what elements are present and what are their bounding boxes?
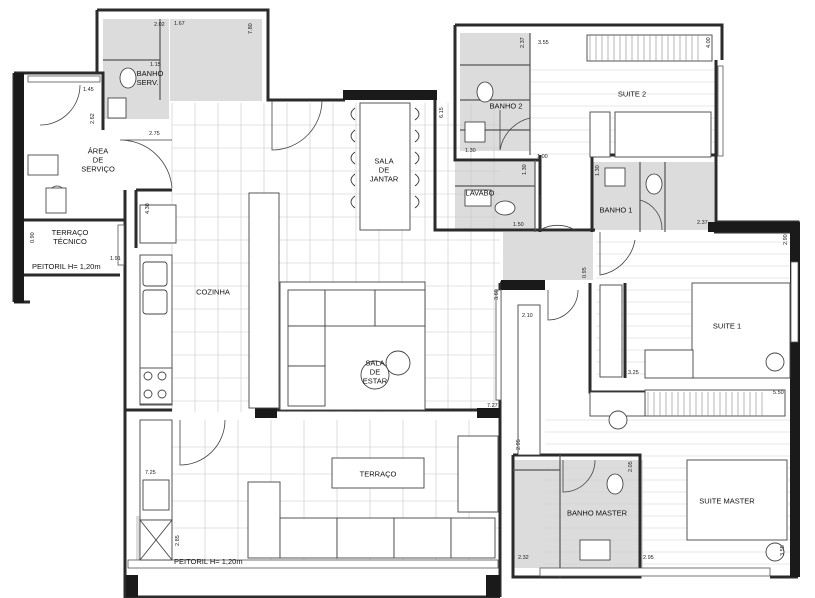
dim-label: 2.95 — [643, 555, 654, 561]
dim-label: 2.10 — [522, 313, 533, 319]
dim-label: 1.50 — [513, 222, 524, 228]
room-label-cozinha: COZINHA — [196, 287, 230, 297]
dim-label: 3.25 — [628, 370, 639, 376]
dim-label: 0.95 — [582, 267, 588, 278]
dim-label: 2.85 — [175, 535, 181, 546]
thick-walls — [14, 73, 800, 597]
room-label-area-servico: ÁREA DE SERVIÇO — [81, 146, 115, 174]
dim-label: 2.05 — [628, 461, 634, 472]
dim-label: 7.80 — [248, 23, 254, 34]
dim-label: 7.27 — [487, 403, 498, 409]
dim-label: 1.30 — [595, 165, 601, 176]
room-label-sala-estar: SALA DE ESTAR — [362, 358, 388, 386]
room-label-suite-master: SUITE MASTER — [699, 496, 755, 506]
dim-label: 2.95 — [516, 439, 522, 450]
dim-label: 2.75 — [149, 131, 160, 137]
dim-label: 2.37 — [520, 37, 526, 48]
dim-label: 1.00 — [537, 154, 548, 160]
dim-label: 6.15 — [439, 107, 445, 118]
partitions — [103, 19, 666, 577]
note-peitoril-top: PEITORIL H= 1,20m — [32, 262, 101, 271]
dim-label: 3.55 — [538, 40, 549, 46]
dim-label: 2.62 — [90, 113, 96, 124]
dim-label: 2.02 — [154, 22, 165, 28]
dim-label: 2.37 — [697, 220, 708, 226]
dim-label: 1.45 — [83, 87, 94, 93]
dim-label: 0.90 — [30, 232, 36, 243]
note-peitoril-bottom: PEITORIL H= 1,20m — [174, 557, 243, 566]
doors — [39, 84, 663, 493]
room-label-suite1: SUITE 1 — [712, 321, 742, 331]
room-label-banho2: BANHO 2 — [489, 101, 523, 111]
room-label-terraco-tecnico: TERRAÇO TÉCNICO — [51, 228, 89, 246]
furniture — [139, 34, 791, 562]
windows — [27, 65, 799, 577]
room-label-banho-serv: BANHO SERV. — [136, 69, 164, 87]
dim-label: 4.00 — [706, 37, 712, 48]
room-label-terraco: TERRAÇO — [359, 469, 397, 479]
dim-label: 2.90 — [783, 234, 789, 245]
dim-label: 4.30 — [145, 203, 151, 214]
dim-label: 1.15 — [150, 62, 161, 68]
dim-label: 3.55 — [780, 545, 786, 556]
dim-label: 1.30 — [465, 148, 476, 154]
bathroom-fixtures — [27, 67, 663, 561]
dim-label: 1.91 — [110, 256, 121, 262]
room-label-sala-jantar: SALA DE JANTAR — [369, 156, 399, 184]
room-label-banho1: BANHO 1 — [599, 205, 633, 215]
dim-label: 1.67 — [174, 21, 185, 27]
dining-chairs — [350, 107, 420, 209]
dim-label: 2.32 — [518, 555, 529, 561]
dim-label: 1.30 — [522, 164, 528, 175]
room-label-lavabo: LAVABO — [465, 188, 495, 198]
room-label-suite2: SUITE 2 — [617, 89, 647, 99]
dim-label: 5.50 — [773, 390, 784, 396]
dim-label: 7.25 — [145, 470, 156, 476]
room-label-banho-master: BANHO MASTER — [566, 508, 628, 518]
dim-label: 3.60 — [494, 289, 500, 300]
